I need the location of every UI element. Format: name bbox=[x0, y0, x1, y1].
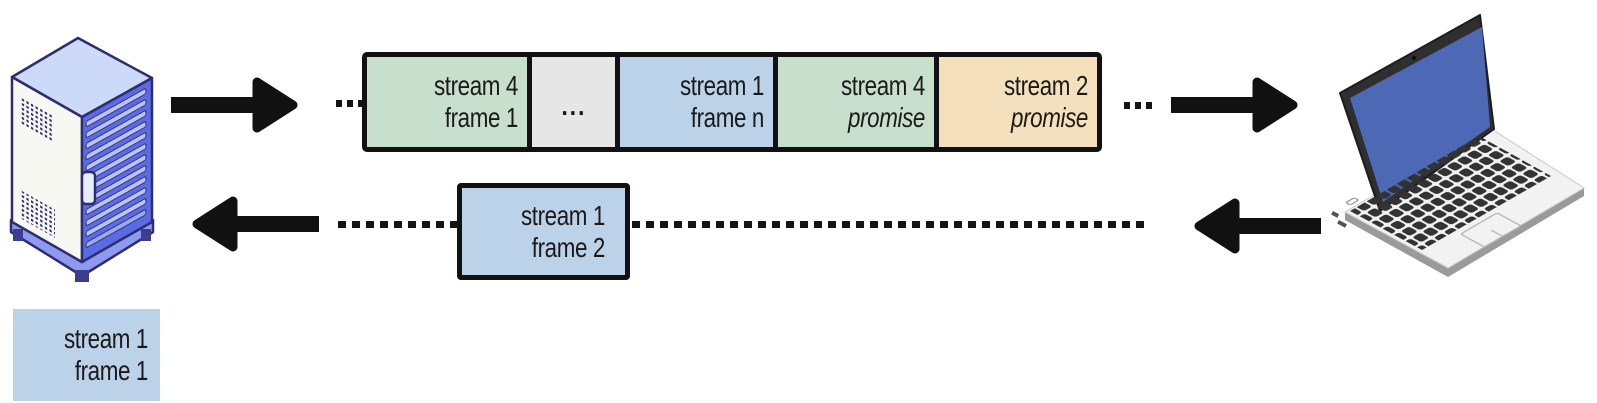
dotted-connection-line-top-left bbox=[336, 100, 362, 107]
frame-cell-label: stream 2 promise bbox=[1004, 70, 1088, 134]
frame-cell-stream1-frameN: stream 1 frame n bbox=[615, 57, 773, 147]
arrow-right-server-to-client-icon bbox=[171, 77, 298, 133]
arrow-right-into-laptop-icon bbox=[1171, 77, 1298, 133]
frame-line1: stream 4 bbox=[434, 70, 518, 101]
frame-strip: stream 4 frame 1 ... stream 1 frame n st… bbox=[362, 52, 1102, 152]
server-icon bbox=[9, 36, 155, 282]
laptop-icon bbox=[1331, 14, 1585, 277]
dotted-connection-line-top-right bbox=[1124, 102, 1154, 109]
frame-cell-label: stream 4 promise bbox=[841, 70, 925, 134]
frame-cell-label: stream 1 frame 1 bbox=[64, 323, 148, 387]
frame-cell-stream2-promise: stream 2 promise bbox=[934, 57, 1097, 147]
frame-line2: frame 1 bbox=[444, 102, 519, 133]
frame-cell-ellipsis: ... bbox=[527, 57, 615, 147]
arrow-left-into-server-icon bbox=[192, 196, 319, 252]
frame-line1: stream 2 bbox=[1004, 70, 1088, 101]
frame-cell-label: stream 1 frame 2 bbox=[521, 200, 605, 264]
frame-line2: frame n bbox=[690, 102, 765, 133]
frame-cell-stream4-frame1: stream 4 frame 1 bbox=[367, 57, 527, 147]
frame-cell-label: stream 4 frame 1 bbox=[434, 70, 518, 134]
frame-cell-label: stream 1 frame n bbox=[680, 70, 764, 134]
frame-label-stream1-frame1: stream 1 frame 1 bbox=[13, 309, 160, 401]
frame-line2: frame 2 bbox=[531, 231, 606, 263]
frame-box-stream1-frame2: stream 1 frame 2 bbox=[457, 183, 630, 280]
frame-line1: stream 1 bbox=[680, 70, 764, 101]
frame-line1: stream 4 bbox=[841, 70, 925, 101]
frame-line1: stream 1 bbox=[521, 199, 605, 231]
ellipsis-label: ... bbox=[561, 91, 586, 121]
dotted-connection-line-bottom bbox=[338, 221, 1150, 228]
frame-line2: frame 1 bbox=[74, 355, 149, 386]
frame-cell-stream4-promise: stream 4 promise bbox=[773, 57, 934, 147]
frame-line2-promise: promise bbox=[1011, 102, 1088, 133]
frame-line1: stream 1 bbox=[64, 323, 148, 354]
arrow-left-client-to-server-icon bbox=[1194, 198, 1321, 254]
frame-line2-promise: promise bbox=[848, 102, 925, 133]
